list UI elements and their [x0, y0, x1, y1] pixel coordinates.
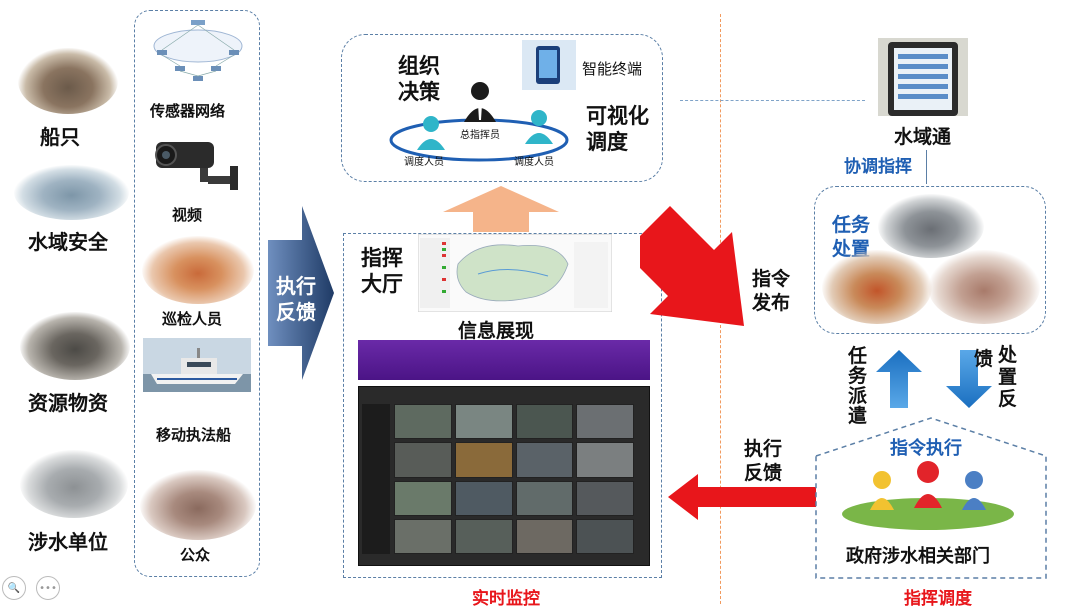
camera-feed	[454, 442, 513, 478]
camera-feed	[576, 518, 634, 554]
org-decision-line1: 组织	[398, 54, 440, 78]
task-handling-line1: 任务	[832, 214, 871, 236]
sensor-label-network: 传感器网络	[150, 102, 226, 120]
hall-title-line2: 大厅	[361, 272, 403, 296]
feedback-arrow-navy	[268, 206, 334, 380]
command-issue-arrow	[640, 206, 744, 326]
feedback-label-line2: 反馈	[276, 300, 316, 324]
camera-feed	[515, 404, 574, 440]
task-photo-2	[822, 250, 932, 324]
public-photo	[140, 470, 256, 540]
source-label-water-safety: 水域安全	[28, 230, 108, 254]
source-label-ship: 船只	[40, 125, 80, 149]
dispatcher-right-icon	[525, 110, 553, 144]
sensor-network-diagram	[153, 20, 243, 81]
dispatcher-left-icon	[417, 116, 445, 150]
command-exec-label: 指令执行	[890, 438, 962, 459]
exec-feedback-arrow	[668, 474, 816, 520]
chief-icon	[464, 82, 496, 122]
camera-feed	[454, 518, 513, 554]
camera-grid	[394, 404, 634, 554]
dispatcher-left-label: 调度人员	[404, 157, 444, 168]
task-dispatch-label: 任务派遣	[848, 345, 868, 427]
source-label-resources: 资源物资	[28, 391, 108, 415]
visual-dispatch-line1: 可视化	[586, 104, 649, 128]
command-issue-line1: 指令	[752, 268, 791, 290]
feedback-down-arrow	[946, 350, 992, 408]
camera-feed	[394, 442, 452, 478]
smart-terminal-label: 智能终端	[582, 60, 643, 78]
feedback-col2-label: 处置反	[998, 344, 1018, 410]
coordinate-label: 协调指挥	[844, 157, 912, 177]
feedback-label-line1: 执行	[276, 274, 316, 298]
water-app-phone	[878, 38, 968, 116]
inspector-photo	[142, 236, 254, 304]
org-decision-line2: 决策	[398, 80, 440, 104]
camera-feed	[515, 442, 574, 478]
camera-feed	[576, 404, 634, 440]
hall-title-line1: 指挥	[361, 246, 403, 270]
camera-feed	[454, 404, 513, 440]
camera-icon	[155, 142, 238, 190]
sensor-label-inspector: 巡检人员	[162, 310, 223, 328]
camera-feed	[576, 480, 634, 516]
dispatch-up-arrow	[876, 350, 922, 408]
more-options-icon[interactable]: •••	[36, 576, 60, 600]
department-people-icon	[842, 461, 1014, 530]
source-label-water-unit: 涉水单位	[28, 530, 108, 554]
exec-feedback-line1: 执行	[744, 438, 783, 460]
water-app-line	[926, 150, 927, 184]
sensor-label-public: 公众	[180, 546, 211, 564]
upward-arrow-peach	[443, 186, 559, 232]
water-unit-photo	[20, 450, 128, 518]
smartphone-icon	[522, 40, 576, 90]
visual-dispatch-line2: 调度	[586, 130, 628, 154]
resource-photo	[20, 312, 130, 380]
patrol-boat-photo	[143, 338, 251, 392]
water-app-label: 水域通	[894, 126, 952, 148]
camera-feed	[454, 480, 513, 516]
camera-feed	[394, 480, 452, 516]
video-sidebar	[362, 404, 390, 554]
decision-panel	[341, 34, 663, 182]
realtime-monitor-label: 实时监控	[472, 589, 540, 607]
camera-feed	[394, 404, 452, 440]
task-photo-3	[928, 250, 1040, 324]
task-photo-1	[878, 194, 984, 258]
camera-feed	[515, 518, 574, 554]
divider-horizontal	[680, 100, 865, 101]
ship-photo	[18, 48, 118, 114]
info-map-screenshot	[418, 234, 612, 312]
feedback-col1-label: 馈	[974, 348, 994, 370]
zoom-icon[interactable]: 🔍	[2, 576, 26, 600]
camera-feed	[576, 442, 634, 478]
sensor-label-video: 视频	[172, 206, 203, 224]
exec-feedback-line2: 反馈	[744, 462, 783, 484]
gov-dept-label: 政府涉水相关部门	[846, 546, 990, 567]
info-display-label: 信息展现	[458, 320, 535, 342]
command-dispatch-footer: 指挥调度	[904, 589, 972, 607]
camera-feed	[394, 518, 452, 554]
sensor-label-patrol-boat: 移动执法船	[156, 426, 232, 444]
command-issue-line2: 发布	[752, 292, 791, 314]
chief-label: 总指挥员	[460, 130, 500, 141]
dispatcher-right-label: 调度人员	[514, 157, 554, 168]
camera-feed	[515, 480, 574, 516]
water-safety-photo	[14, 165, 129, 220]
purple-bar	[358, 340, 650, 380]
